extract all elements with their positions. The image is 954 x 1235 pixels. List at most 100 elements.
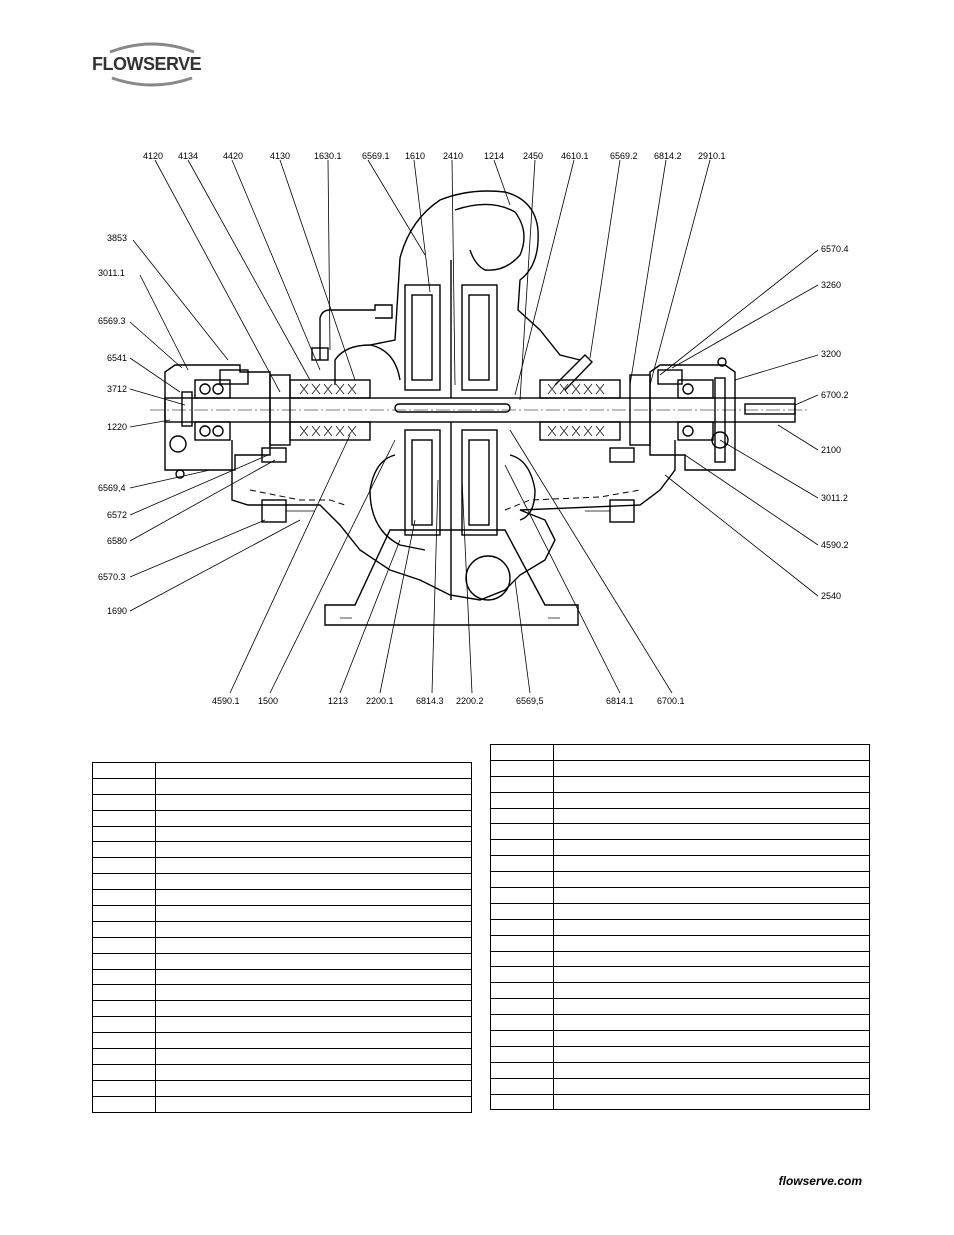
part-description-cell [553,744,870,761]
part-description-cell [553,855,870,873]
part-description-cell [553,791,870,809]
part-number-cell [490,1045,554,1063]
part-description-cell [553,998,870,1016]
table-row [490,1045,870,1063]
table-row [92,952,472,970]
label-6580: 6580 [107,536,127,546]
table-row [92,1079,472,1097]
part-number-cell [490,791,554,809]
label-6700-1: 6700.1 [657,696,685,706]
table-row [490,918,870,936]
table-row [92,1095,472,1113]
part-description-cell [553,807,870,825]
part-description-cell [155,825,472,843]
part-number-cell [92,825,156,843]
part-number-cell [490,855,554,873]
pump-sectional-drawing: 4120 4134 4420 4130 1630.1 6569.1 1610 2… [98,151,849,706]
part-number-cell [92,762,156,779]
part-number-cell [92,1032,156,1050]
part-description-cell [553,823,870,841]
table-row [92,825,472,843]
part-number-cell [490,998,554,1016]
label-2100: 2100 [821,445,841,455]
part-description-cell [155,1016,472,1034]
table-row [92,968,472,986]
part-number-cell [490,839,554,857]
part-description-cell [553,966,870,984]
table-row [490,887,870,904]
part-number-cell [490,744,554,761]
part-number-cell [490,966,554,984]
table-row [92,793,472,811]
part-description-cell [553,775,870,793]
table-row [490,998,870,1016]
label-3260: 3260 [821,280,841,290]
part-number-cell [490,887,554,904]
label-2910-1: 2910.1 [698,151,726,161]
part-description-cell [155,841,472,859]
label-3011-2: 3011.2 [821,493,848,503]
part-number-cell [490,775,554,793]
part-description-cell [155,905,472,922]
label-2540: 2540 [821,591,841,601]
table-row [92,857,472,875]
flowserve-logo: FLOWSERVE [92,40,217,90]
part-description-cell [155,1079,472,1097]
label-4130: 4130 [270,151,290,161]
table-row [490,807,870,825]
part-description-cell [155,762,472,779]
part-number-cell [92,777,156,795]
part-number-cell [490,950,554,968]
label-1214: 1214 [484,151,504,161]
label-1610: 1610 [405,151,425,161]
part-number-cell [92,1000,156,1018]
part-number-cell [490,1061,554,1079]
part-number-cell [490,759,554,777]
part-number-cell [92,809,156,827]
table-row [92,777,472,795]
label-6569-4: 6569,4 [98,483,126,493]
table-row [490,950,870,968]
part-description-cell [553,1093,870,1111]
table-row [92,905,472,922]
left-bearing-housing [164,364,315,523]
label-6570-3: 6570.3 [98,572,126,582]
label-4134: 4134 [178,151,198,161]
part-description-cell [553,759,870,777]
part-number-cell [92,968,156,986]
label-4590-1: 4590.1 [212,696,240,706]
lower-casing [231,440,676,601]
part-number-cell [92,936,156,954]
logo-swoosh-icon [109,42,195,87]
part-number-cell [92,984,156,1002]
part-description-cell [553,839,870,857]
table-row [92,920,472,938]
label-3712: 3712 [107,384,127,394]
table-row [490,791,870,809]
part-description-cell [553,982,870,1000]
label-1220: 1220 [107,422,127,432]
table-row [490,744,870,761]
table-row [490,1014,870,1032]
part-description-cell [553,1061,870,1079]
label-1630-1: 1630.1 [314,151,342,161]
table-row [490,871,870,889]
table-row [490,982,870,1000]
upper-casing-volute [334,190,581,385]
part-number-cell [92,1095,156,1113]
table-row [92,1063,472,1081]
parts-table-right [490,744,870,1111]
part-number-cell [490,1014,554,1032]
label-4120: 4120 [143,151,163,161]
part-number-cell [92,793,156,811]
part-number-cell [92,889,156,907]
part-number-cell [92,952,156,970]
part-description-cell [155,1063,472,1081]
part-description-cell [155,889,472,907]
label-6700-2: 6700.2 [821,390,849,400]
label-6569-5: 6569,5 [516,696,544,706]
part-description-cell [155,952,472,970]
table-row [490,839,870,857]
table-row [490,1093,870,1111]
part-description-cell [155,936,472,954]
